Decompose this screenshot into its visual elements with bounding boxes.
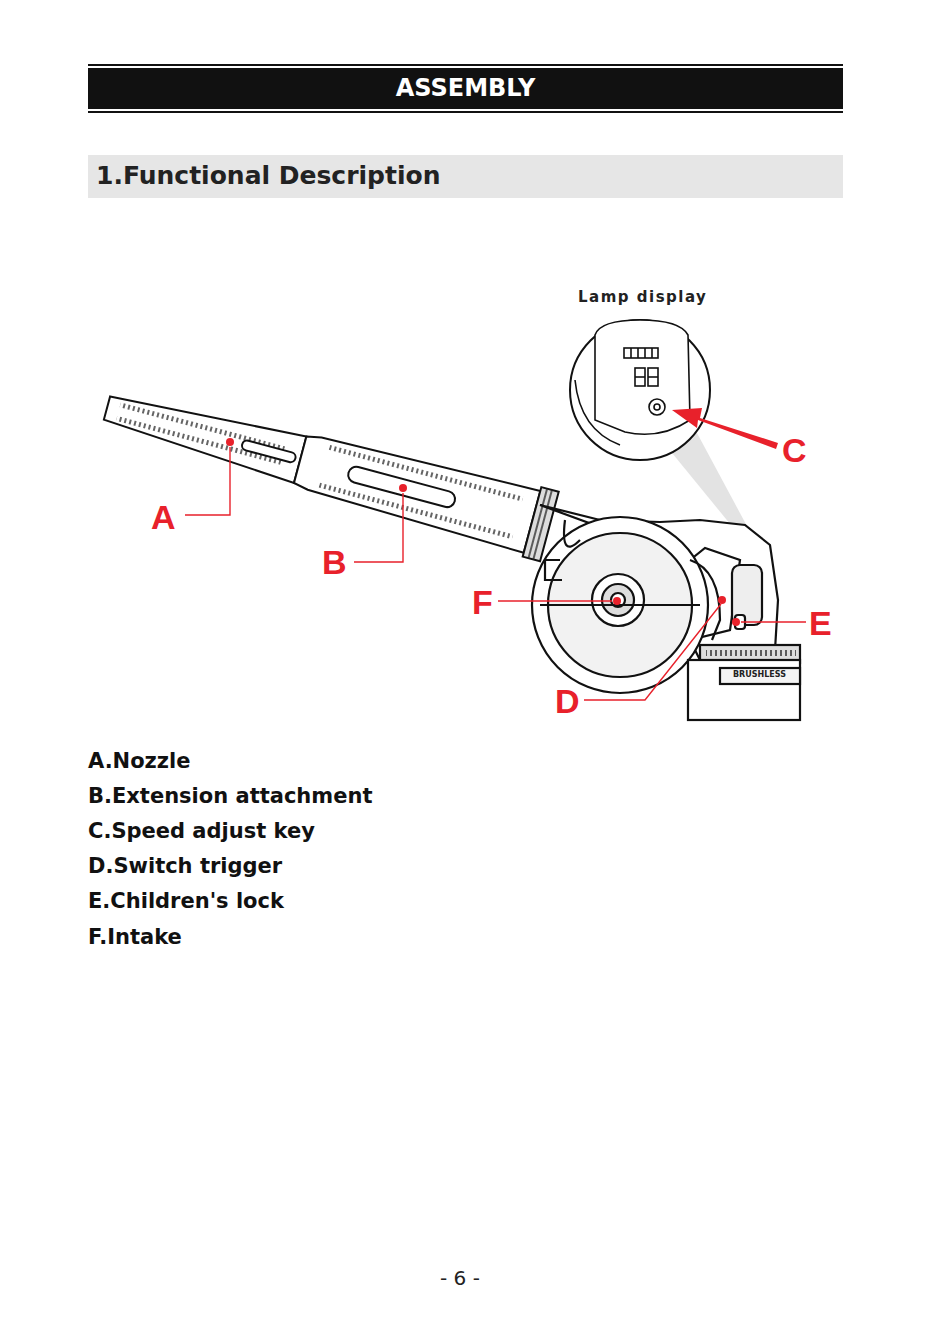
part-list-item: D.Switch trigger [88, 855, 282, 878]
title-text: ASSEMBLY [88, 75, 843, 101]
page-number: - 6 - [440, 1267, 480, 1289]
callout-letter: E [809, 605, 832, 642]
callout-letter: A [151, 499, 176, 536]
part-list-item: A.Nozzle [88, 750, 191, 773]
part-list-item: E.Children's lock [88, 890, 284, 913]
part-list-item: C.Speed adjust key [88, 820, 315, 843]
section-band: 1.Functional Description [88, 155, 843, 198]
callout-letter: C [782, 432, 807, 469]
battery-label: BRUSHLESS [733, 671, 786, 680]
callout-letter: F [472, 584, 493, 621]
inset-label: Lamp display [578, 289, 707, 306]
section-heading: 1.Functional Description [96, 162, 440, 190]
part-list-item: F.Intake [88, 926, 182, 949]
callout-letter: D [555, 683, 580, 720]
callout-letter: B [322, 544, 347, 581]
part-list-item: B.Extension attachment [88, 785, 372, 808]
